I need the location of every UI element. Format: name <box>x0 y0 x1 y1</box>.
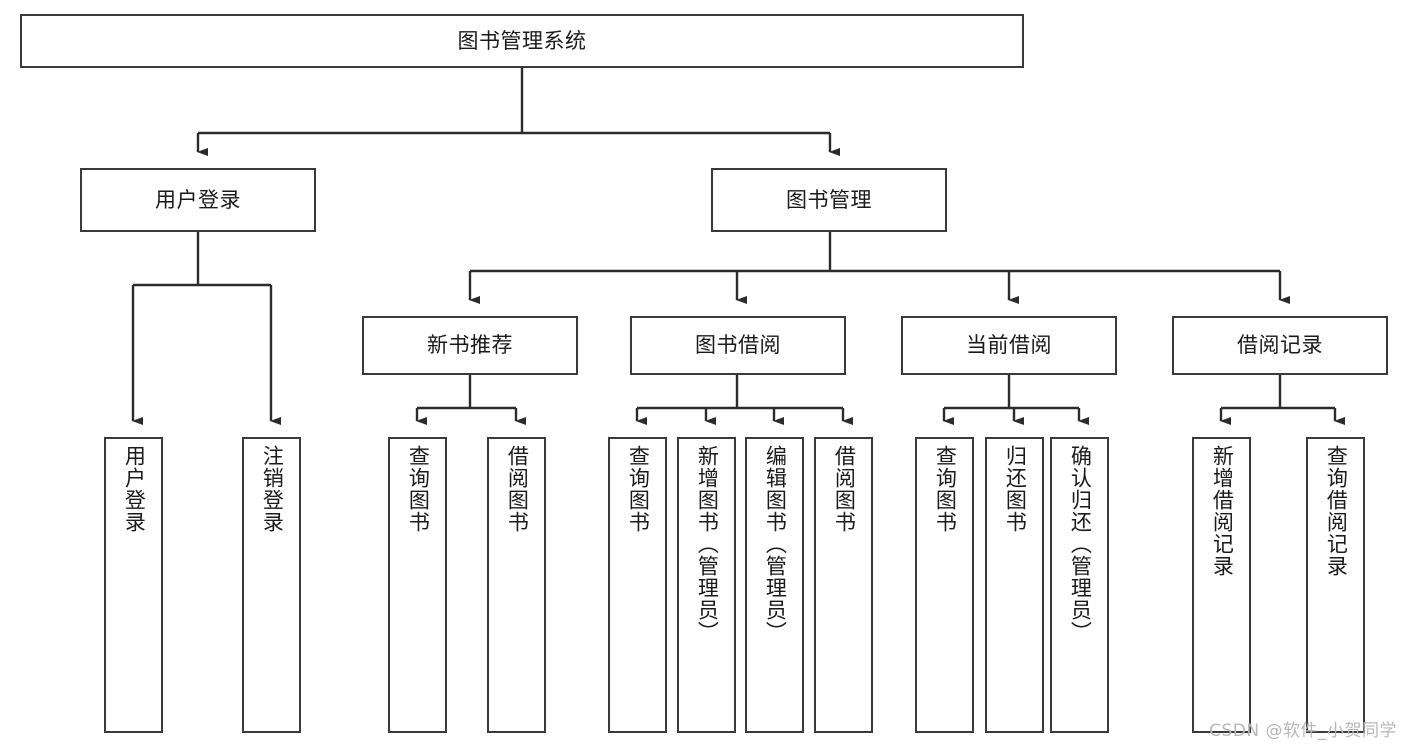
node-leaf-borrow-book-1[interactable]: 借阅图书 <box>487 437 546 733</box>
node-leaf-borrow-book-2-label: 借阅图书 <box>832 445 857 533</box>
node-leaf-user-login[interactable]: 用户登录 <box>104 437 163 733</box>
node-leaf-confirm-return[interactable]: 确认归还（管理员） <box>1050 437 1109 733</box>
node-new-book-recommend[interactable]: 新书推荐 <box>362 316 578 375</box>
node-leaf-query-book-2-label: 查询图书 <box>626 445 651 533</box>
node-leaf-return-book[interactable]: 归还图书 <box>985 437 1044 733</box>
node-book-management-label: 图书管理 <box>786 187 872 212</box>
node-leaf-borrow-book-2[interactable]: 借阅图书 <box>814 437 873 733</box>
node-root[interactable]: 图书管理系统 <box>20 14 1024 68</box>
node-leaf-query-book-1[interactable]: 查询图书 <box>388 437 447 733</box>
node-leaf-edit-book[interactable]: 编辑图书（管理员） <box>745 437 804 733</box>
node-borrow-record[interactable]: 借阅记录 <box>1172 316 1388 375</box>
node-current-borrow[interactable]: 当前借阅 <box>901 316 1117 375</box>
node-leaf-add-book-label: 新增图书（管理员） <box>695 445 720 643</box>
node-leaf-query-record-label: 查询借阅记录 <box>1324 445 1349 577</box>
node-leaf-return-book-label: 归还图书 <box>1003 445 1028 533</box>
node-leaf-add-book[interactable]: 新增图书（管理员） <box>677 437 736 733</box>
node-leaf-logout-label: 注销登录 <box>260 445 285 533</box>
node-leaf-query-record[interactable]: 查询借阅记录 <box>1306 437 1365 733</box>
node-leaf-query-book-1-label: 查询图书 <box>406 445 431 533</box>
node-book-borrow-label: 图书借阅 <box>695 333 781 358</box>
node-leaf-query-book-2[interactable]: 查询图书 <box>608 437 667 733</box>
node-book-borrow[interactable]: 图书借阅 <box>630 316 846 375</box>
node-leaf-add-record-label: 新增借阅记录 <box>1210 445 1235 577</box>
node-leaf-confirm-return-label: 确认归还（管理员） <box>1068 445 1093 643</box>
node-user-login-label: 用户登录 <box>155 187 241 212</box>
node-book-management[interactable]: 图书管理 <box>711 168 947 232</box>
node-leaf-borrow-book-1-label: 借阅图书 <box>505 445 530 533</box>
node-borrow-record-label: 借阅记录 <box>1237 333 1323 358</box>
node-leaf-logout[interactable]: 注销登录 <box>242 437 301 733</box>
node-leaf-edit-book-label: 编辑图书（管理员） <box>763 445 788 643</box>
node-current-borrow-label: 当前借阅 <box>966 333 1052 358</box>
watermark-text: CSDN @软件_小贺同学 <box>1209 721 1397 741</box>
node-root-label: 图书管理系统 <box>457 28 587 53</box>
node-leaf-query-book-3-label: 查询图书 <box>933 445 958 533</box>
node-leaf-query-book-3[interactable]: 查询图书 <box>915 437 974 733</box>
node-leaf-user-login-label: 用户登录 <box>122 445 147 533</box>
node-new-book-recommend-label: 新书推荐 <box>427 333 513 358</box>
edges <box>131 68 1345 425</box>
node-leaf-add-record[interactable]: 新增借阅记录 <box>1192 437 1251 733</box>
node-user-login[interactable]: 用户登录 <box>80 168 316 232</box>
